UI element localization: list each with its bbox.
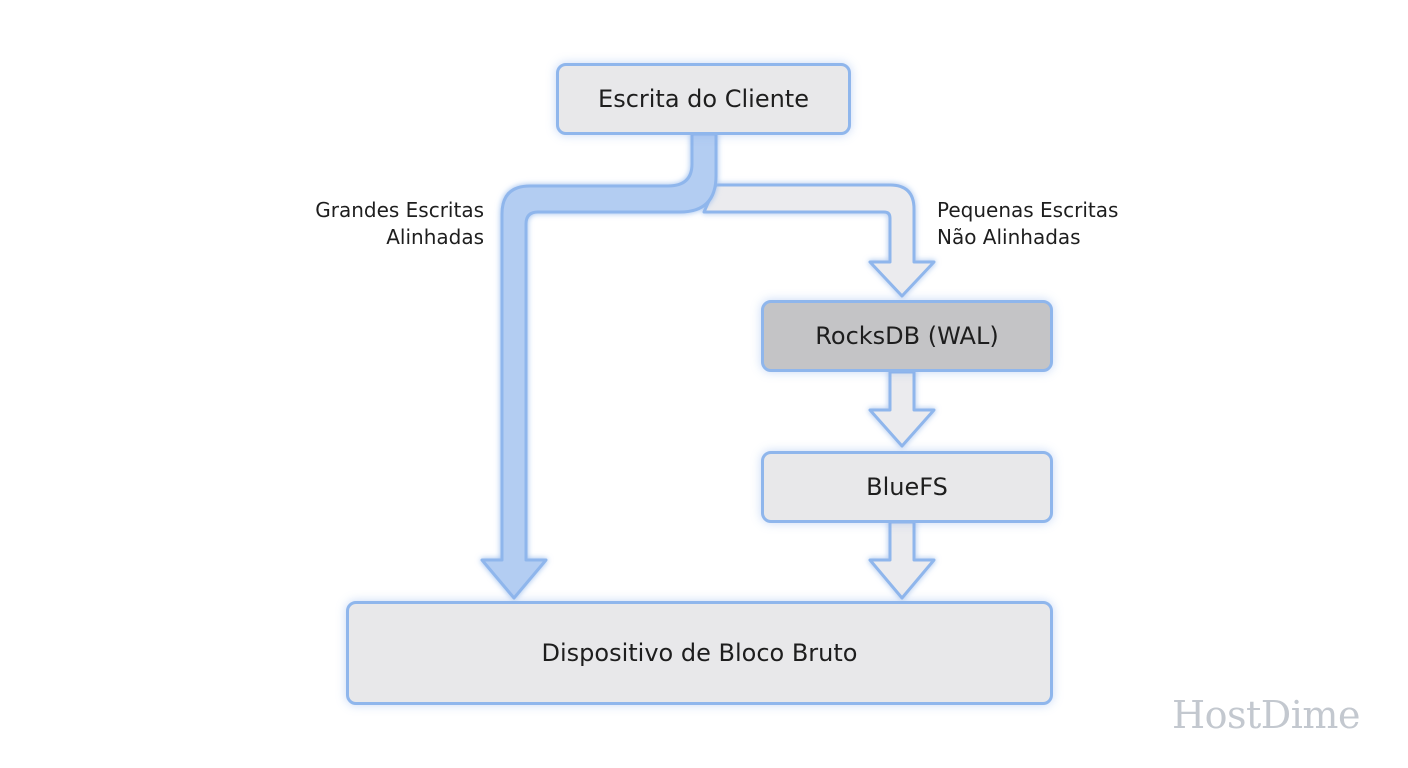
small-writes-line-2: Não Alinhadas	[937, 225, 1081, 249]
rocksdb-wal-node: RocksDB (WAL)	[761, 300, 1053, 372]
large-writes-line-2: Alinhadas	[386, 225, 484, 249]
raw-block-device-node: Dispositivo de Bloco Bruto	[346, 601, 1053, 705]
large-writes-path	[480, 132, 718, 600]
raw-block-device-label: Dispositivo de Bloco Bruto	[541, 639, 858, 667]
arrow-rocksdb-to-bluefs	[868, 370, 936, 448]
large-aligned-writes-label: Grandes Escritas Alinhadas	[315, 197, 484, 251]
arrow-bluefs-to-device	[868, 520, 936, 600]
small-writes-path	[702, 183, 936, 298]
large-writes-line-1: Grandes Escritas	[315, 198, 484, 222]
rocksdb-wal-label: RocksDB (WAL)	[815, 322, 999, 350]
hostdime-watermark: HostDime	[1172, 693, 1360, 737]
bluefs-node: BlueFS	[761, 451, 1053, 523]
small-writes-line-1: Pequenas Escritas	[937, 198, 1119, 222]
bluefs-label: BlueFS	[866, 473, 948, 501]
small-unaligned-writes-label: Pequenas Escritas Não Alinhadas	[937, 197, 1118, 251]
client-write-label: Escrita do Cliente	[598, 85, 809, 113]
client-write-node: Escrita do Cliente	[556, 63, 851, 135]
